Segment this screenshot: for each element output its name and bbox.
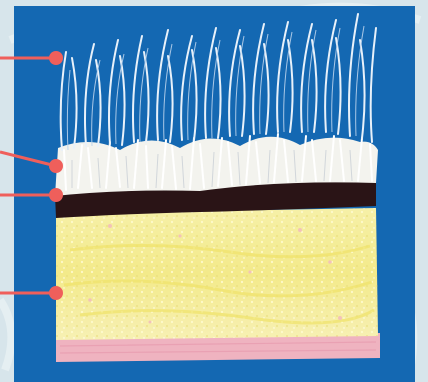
blubber-dots: [56, 208, 378, 340]
